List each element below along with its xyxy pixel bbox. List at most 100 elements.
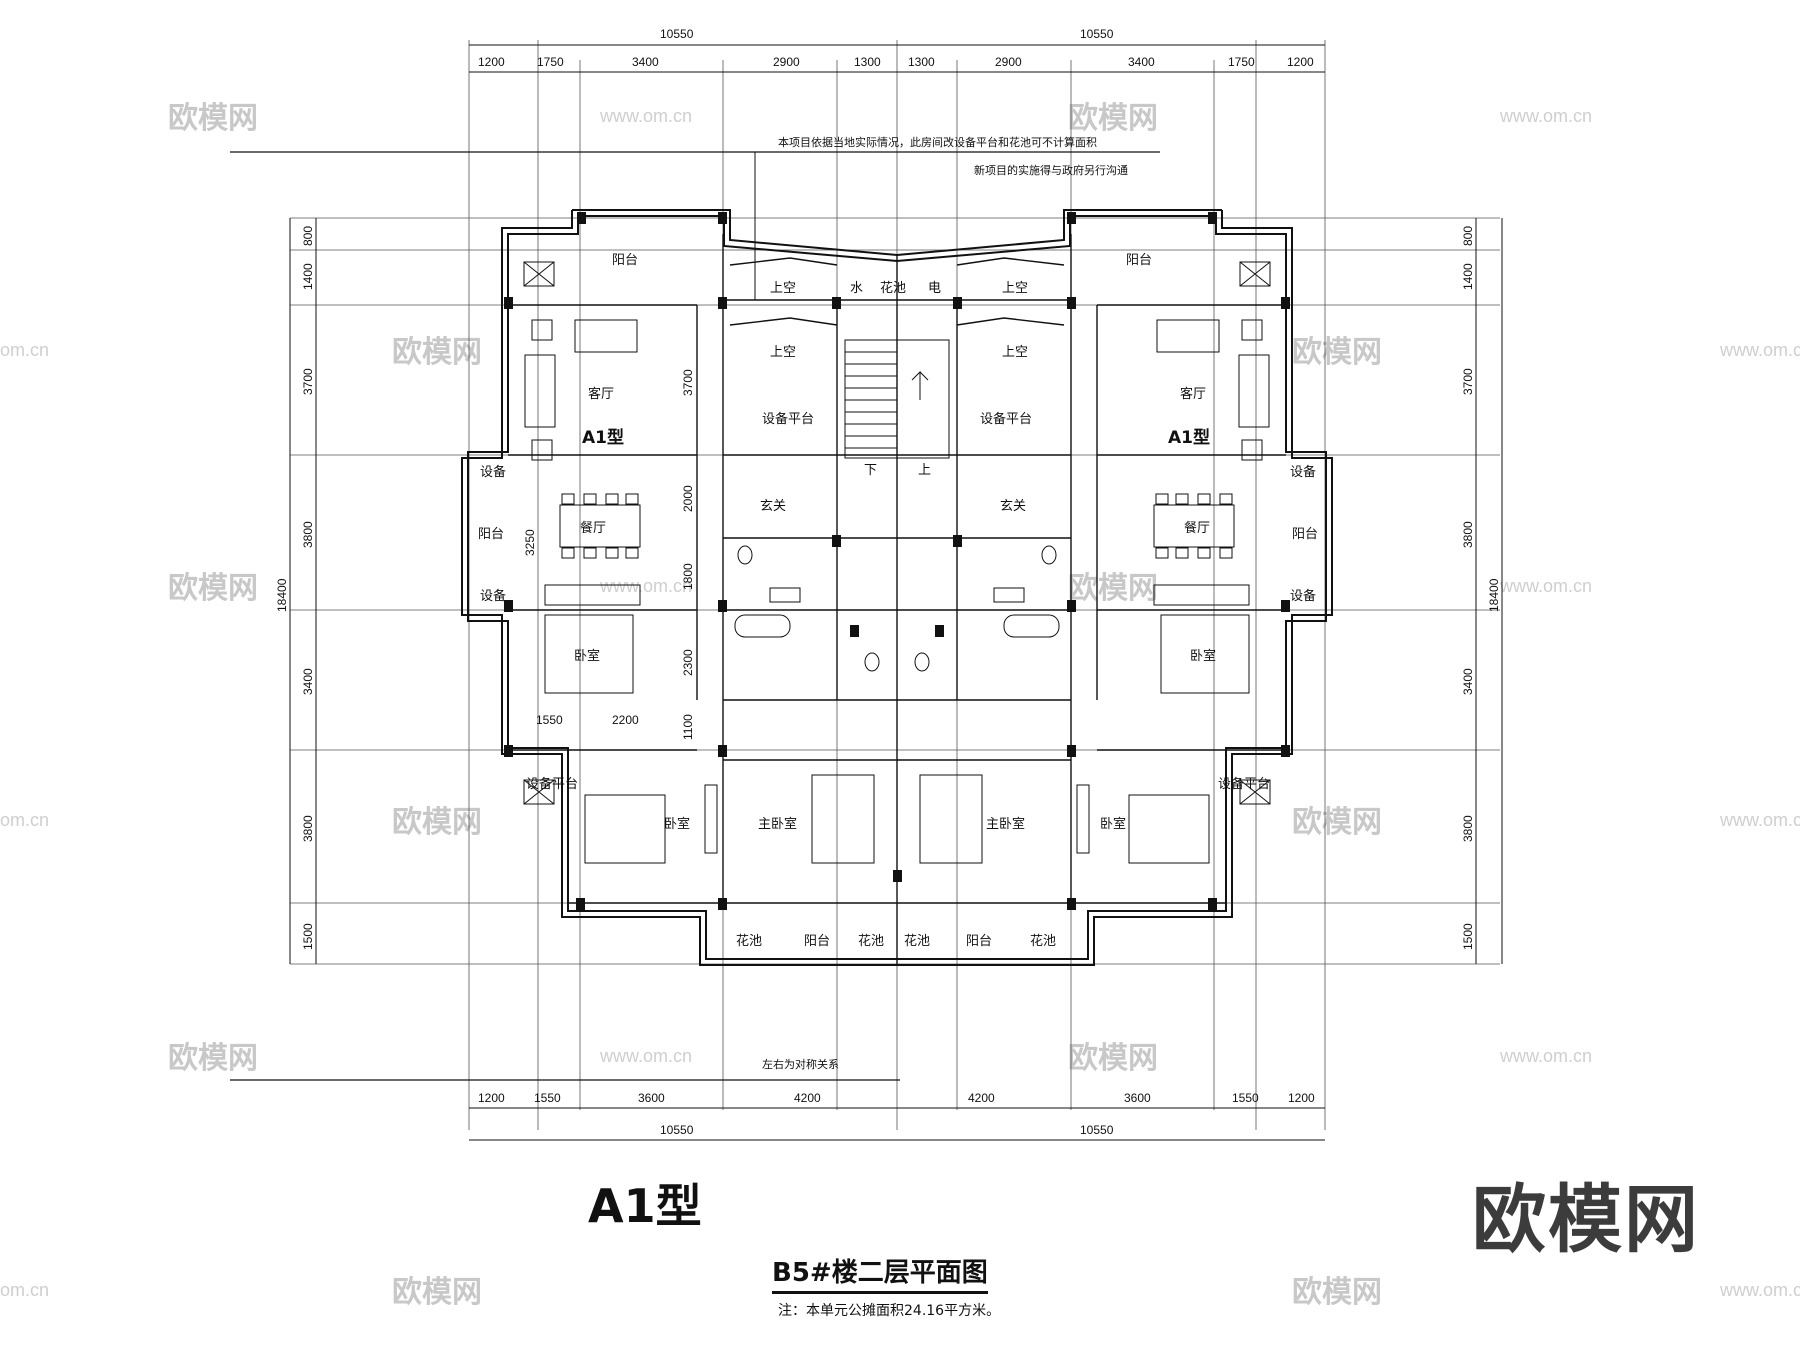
room-void: 上空 [1002,281,1028,296]
dim-inner: 1550 [536,713,563,727]
watermark-url: www.om.cn [599,576,692,596]
chair [1197,547,1211,559]
watermark-url: www.om.cn [1499,1046,1592,1066]
chair [1155,493,1169,505]
room-void: 上空 [770,345,796,360]
toilet [1041,545,1057,565]
dim-top: 2900 [995,55,1022,69]
armchair [531,439,553,461]
room-balcony: 阳台 [1292,527,1318,542]
dim-top: 1200 [478,55,505,69]
stair [844,339,950,459]
watermark-url: www.om.cn [599,106,692,126]
bottom-dimensions: 1200 1550 3600 4200 4200 3600 1550 1200 … [478,1091,1315,1137]
dim-bottom-total-right: 10550 [1080,1123,1114,1137]
watermark-brand: 欧模网 [168,101,258,136]
dining-table [1153,504,1235,548]
dim-inner: 1100 [681,714,695,740]
room-equipment-platform: 设备平台 [1218,776,1270,792]
type-badge: A1型 [1168,427,1210,448]
watermark-brand: 欧模网 [168,571,258,606]
chair [583,547,597,559]
dim-inner: 2300 [681,649,695,676]
plan-title: B5#楼二层平面图 [772,1252,988,1294]
ac-unit [523,261,555,287]
furniture-right [919,261,1271,864]
watermark-brand: 欧模网 [1292,1275,1382,1310]
left-dimensions: 800 1400 3700 3800 3400 3800 1500 18400 [275,226,315,950]
room-equipment-platform: 设备平台 [980,411,1032,427]
sofa [574,319,638,353]
washbasin [769,587,801,603]
dim-inner: 1800 [681,563,695,590]
watermark-brand: 欧模网 [392,1275,482,1310]
chair [625,547,639,559]
bed [544,614,634,694]
room-bedroom: 卧室 [1190,648,1216,664]
armchair [531,319,553,341]
room-balcony: 阳台 [804,934,830,949]
dim-inner: 2000 [681,485,695,512]
watermark-url: www.om.cn [1499,106,1592,126]
room-balcony: 阳台 [612,253,638,268]
dim-bottom: 1200 [1288,1091,1315,1105]
kitchen-counter [1153,584,1250,606]
annotation-notes: 本项目依据当地实际情况，此房间改设备平台和花池可不计算面积 新项目的实施得与政府… [230,135,1160,1081]
bed [1160,614,1250,694]
dim-top: 3400 [632,55,659,69]
room-foyer: 玄关 [760,499,786,514]
type-badge: A1型 [582,427,624,448]
stair-down: 下 [864,463,877,478]
room-bedroom: 卧室 [1100,816,1126,832]
dim-left: 1400 [301,263,315,290]
watermark-brand: 欧模网 [392,335,482,370]
dim-inner: 3250 [523,529,537,556]
room-living: 客厅 [588,386,614,402]
note-area: 本项目依据当地实际情况，此房间改设备平台和花池可不计算面积 [778,135,1097,149]
room-void: 上空 [770,281,796,296]
watermark-url: www.om.cn [599,1046,692,1066]
dim-bottom: 1200 [478,1091,505,1105]
dim-right-total: 18400 [1487,578,1501,612]
chair [1197,493,1211,505]
toilet [914,652,930,672]
watermark-brand: 欧模网 [1292,335,1382,370]
room-master-bedroom: 主卧室 [986,816,1025,832]
dim-bottom: 3600 [638,1091,665,1105]
dim-top-total-left: 10550 [660,27,694,41]
room-equipment: 设备 [480,588,506,604]
watermark-url: www.om.cn [1719,1280,1800,1300]
dim-bottom: 3600 [1124,1091,1151,1105]
watermark-brand: 欧模网 [392,805,482,840]
top-dimensions: 10550 10550 1200 1750 3400 2900 1300 130… [478,27,1314,69]
room-planter: 花池 [1030,933,1056,949]
chair [561,547,575,559]
dim-right: 3800 [1461,521,1475,548]
dim-left: 3800 [301,815,315,842]
bathtub [734,614,791,638]
watermark-url: om.cn [0,810,49,830]
dim-top: 1750 [537,55,564,69]
dim-top: 3400 [1128,55,1155,69]
note-government: 新项目的实施得与政府另行沟通 [974,163,1128,177]
note-symmetry: 左右为对称关系 [762,1057,839,1071]
ac-unit [1239,261,1271,287]
sofa [524,354,556,428]
chair [1219,547,1233,559]
sofa [1156,319,1220,353]
dim-top: 1300 [854,55,881,69]
stair-up: 上 [918,463,931,478]
watermark-url: om.cn [0,1280,49,1300]
dim-inner: 2200 [612,713,639,727]
dim-right: 3800 [1461,815,1475,842]
dim-right: 800 [1461,226,1475,246]
dim-bottom: 1550 [1232,1091,1259,1105]
chair [561,493,575,505]
furniture-left [523,261,875,864]
watermark-brand: 欧模网 [1068,1041,1158,1076]
chair [605,547,619,559]
dim-left: 1500 [301,923,315,950]
ac-unit [523,779,555,805]
brand-logo: 欧模网 [1472,1177,1700,1263]
room-bedroom: 卧室 [574,648,600,664]
